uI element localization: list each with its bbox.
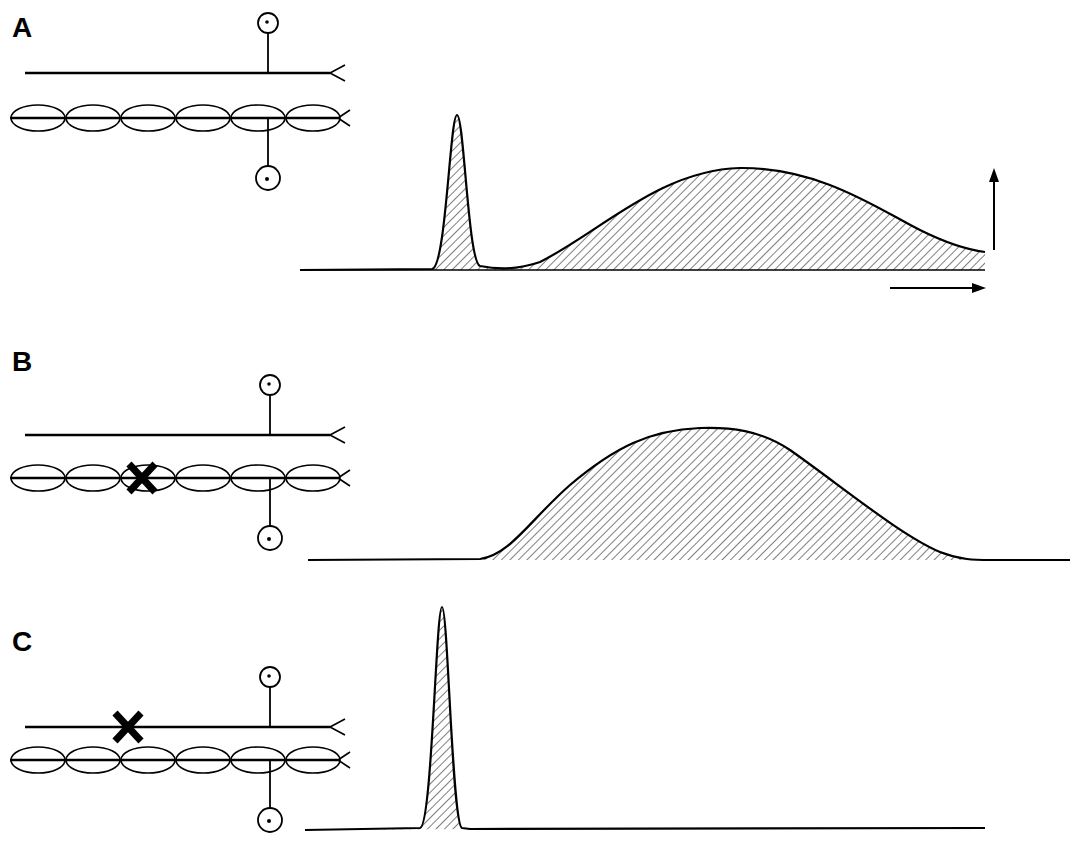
waveform-b — [308, 428, 1070, 560]
panel-letter: A — [12, 14, 32, 42]
panel-letter: B — [12, 348, 32, 376]
waveform-a — [300, 115, 999, 293]
fiber-schematic-c — [10, 667, 350, 832]
fiber-schematic-a — [10, 13, 350, 190]
panel-letter: C — [12, 628, 32, 656]
fiber-schematic-b — [10, 375, 350, 550]
waveform-c — [305, 607, 985, 830]
